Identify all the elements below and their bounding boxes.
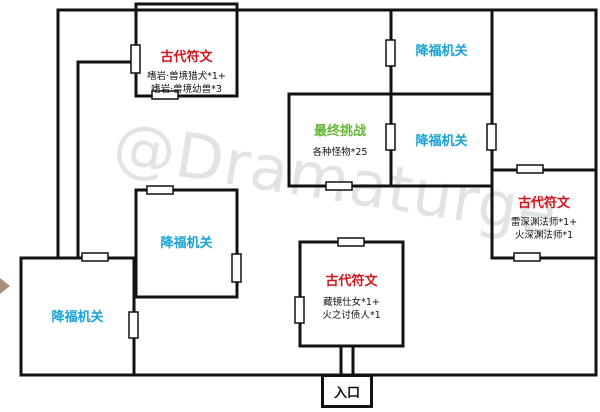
entrance-label: 入口 bbox=[333, 385, 360, 401]
door bbox=[151, 90, 179, 100]
door bbox=[337, 237, 365, 247]
room-title: 降福机关 bbox=[160, 236, 213, 251]
room-title: 降福机关 bbox=[51, 310, 104, 325]
door bbox=[516, 164, 544, 174]
room-title: 古代符文 bbox=[160, 50, 213, 65]
room-title: 最终挑战 bbox=[313, 124, 366, 139]
inner-corridor-wall bbox=[76, 60, 136, 258]
bottom-corridor-wall bbox=[130, 258, 598, 377]
door bbox=[385, 123, 396, 151]
door bbox=[385, 39, 396, 67]
room-title: 古代符文 bbox=[325, 274, 378, 289]
room-title: 降福机关 bbox=[415, 134, 468, 149]
room-note: 各种怪物*25 bbox=[312, 147, 368, 158]
door bbox=[146, 185, 174, 195]
door bbox=[231, 253, 242, 283]
arrow-icon bbox=[0, 278, 10, 294]
room-wall-blessing-trap-left bbox=[134, 188, 239, 299]
room-ancient-rune-center: 古代符文 藏镜仕女*1+ 火之讨债人*1 bbox=[300, 242, 403, 346]
door bbox=[128, 311, 139, 339]
door bbox=[325, 181, 353, 191]
room-blessing-trap-top: 降福机关 bbox=[391, 10, 492, 94]
entrance-box: 入口 bbox=[321, 374, 373, 408]
door bbox=[294, 296, 305, 324]
room-note: 嗜岩·兽境猎犬*1+ bbox=[147, 71, 226, 82]
room-title: 降福机关 bbox=[415, 44, 468, 59]
door bbox=[513, 252, 541, 262]
room-note: 嗜岩·兽境幼兽*3 bbox=[151, 84, 222, 95]
door bbox=[81, 252, 109, 262]
door bbox=[130, 44, 141, 74]
room-ancient-rune-right: 古代符文 雷深渊法师*1+ 火深渊法师*1 bbox=[492, 170, 596, 258]
room-wall-ancient-rune-right bbox=[490, 168, 598, 260]
room-note: 火之讨债人*1 bbox=[322, 310, 381, 321]
room-note: 雷深渊法师*1+ bbox=[510, 217, 578, 228]
room-final-challenge: 最终挑战 各种怪物*25 bbox=[289, 94, 391, 186]
entrance-stem bbox=[339, 346, 355, 374]
room-blessing-trap-middle: 降福机关 bbox=[391, 94, 492, 186]
room-ancient-rune-top: 古代符文 嗜岩·兽境猎犬*1+ 嗜岩·兽境幼兽*3 bbox=[136, 4, 237, 96]
room-blessing-trap-left: 降福机关 bbox=[136, 190, 237, 297]
door bbox=[486, 123, 497, 151]
room-note: 藏镜仕女*1+ bbox=[323, 297, 380, 308]
room-blessing-trap-bottom-left: 降福机关 bbox=[21, 258, 134, 375]
room-title: 古代符文 bbox=[517, 196, 570, 211]
room-note: 火深渊法师*1 bbox=[514, 230, 574, 241]
